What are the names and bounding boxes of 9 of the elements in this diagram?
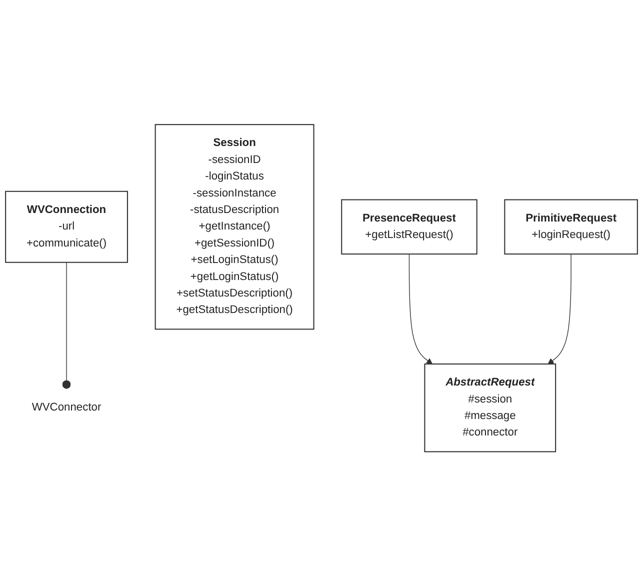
node-box: Session -sessionID -loginStatus -sessionInstance -statusDescription +getInstance() +getSessionID() +setLoginStatus() +getLoginStatus() +setStatusDescription() +getStatusDescription(): [154, 124, 314, 330]
node-text: WVConnector: [32, 402, 102, 414]
node-box: PresenceRequest +getListRequest(): [341, 200, 478, 255]
node-box: WVConnection -url +communicate(): [5, 191, 128, 264]
arrow: [548, 254, 572, 365]
connector: [62, 262, 71, 390]
node-box: AbstractRequest #session #message #connector: [424, 364, 556, 453]
node-box: PrimitiveRequest +loginRequest(): [504, 200, 638, 255]
arrow: [408, 254, 432, 365]
